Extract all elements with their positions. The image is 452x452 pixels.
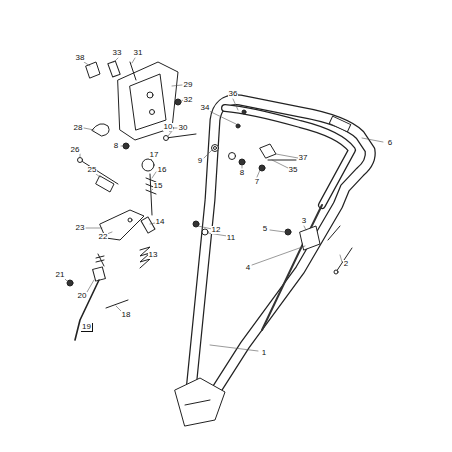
callout-number: 19 [81,323,93,332]
control-box [67,61,181,340]
callout-number: 11 [226,234,236,242]
hardware [164,110,353,274]
callout-number: 25 [87,166,98,174]
callout-number: 9 [197,157,203,165]
callout-number: 10 [163,123,174,131]
callout-number: 12 [211,226,222,234]
callout-number: 7 [254,178,260,186]
callout-number: 23 [75,224,86,232]
callout-number: 1 [261,349,267,357]
callout-number: 2 [343,260,349,268]
callout-number: 28 [73,124,84,132]
callout-number: 5 [262,225,268,233]
callout-number: 22 [98,233,109,241]
callout-number: 31 [133,49,144,57]
callout-number: 32 [183,96,194,104]
callout-number: 8 [239,169,245,177]
callout-number: 36 [228,90,239,98]
callout-number: 3 [301,217,307,225]
callout-number: 17 [149,151,160,159]
callout-number: 26 [70,146,81,154]
handle-frame [175,100,370,426]
leader-lines [64,58,383,351]
callout-number: 35 [288,166,299,174]
callout-number: 21 [55,271,66,279]
callout-number: 34 [200,104,211,112]
callout-number: 13 [148,251,159,259]
callout-number: 14 [155,218,166,226]
callout-number: 30 [178,124,189,132]
callout-number: 4 [245,264,251,272]
callout-number: 29 [183,81,194,89]
callout-number: 16 [157,166,168,174]
callout-number: 20 [77,292,88,300]
callout-number: 18 [121,311,132,319]
callout-number: 33 [112,49,123,57]
callout-number: 38 [75,54,86,62]
callout-number: 8 [113,142,119,150]
callout-number: 15 [153,182,164,190]
callout-number: 37 [298,154,309,162]
callout-number: 6 [387,139,393,147]
